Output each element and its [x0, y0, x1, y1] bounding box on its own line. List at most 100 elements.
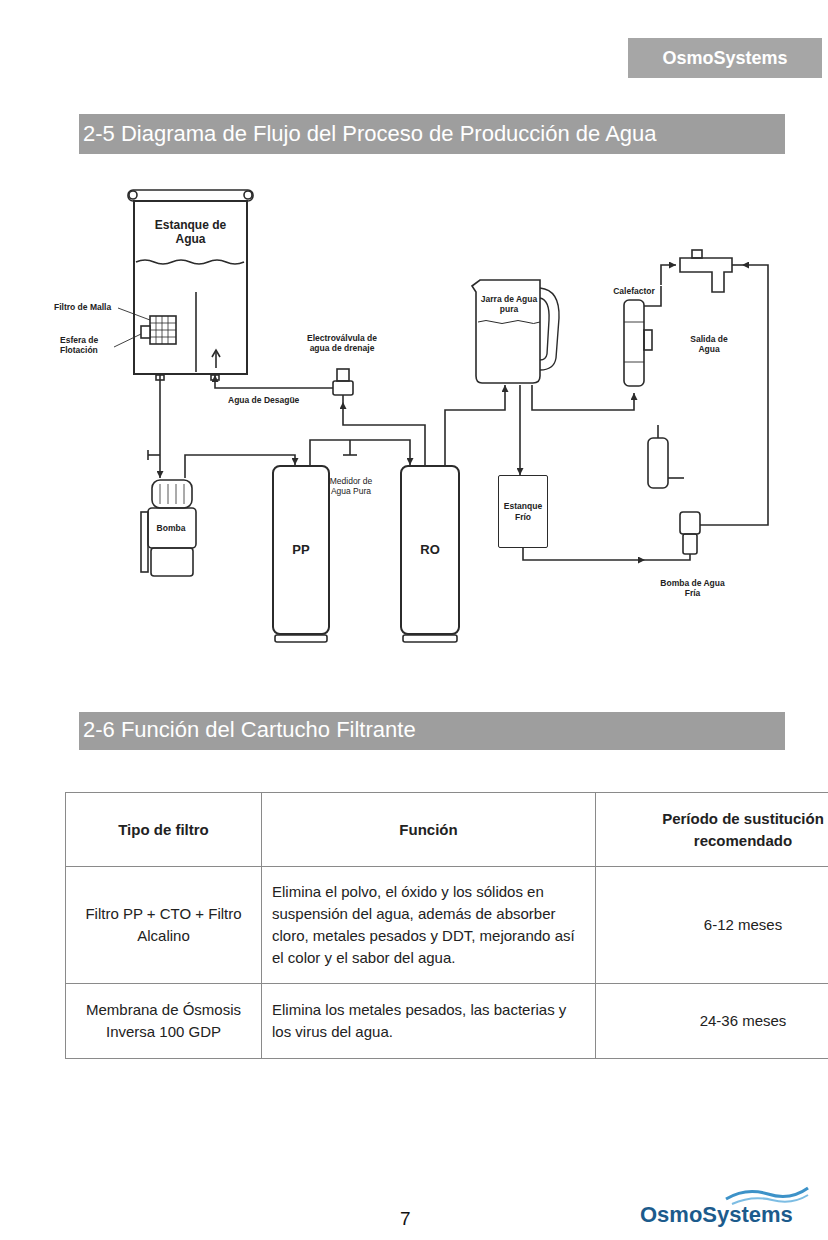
node-label: Salida de Agua: [684, 334, 734, 354]
pump: Bomba: [140, 478, 202, 578]
title-bar: 2-5 Diagrama de Flujo del Proceso de Pro…: [79, 114, 785, 154]
jar-handle: [540, 288, 559, 370]
filter-cartridge: PP: [272, 465, 330, 635]
inner-arrow: [212, 350, 220, 357]
callout-label: Esfera de Flotación: [60, 335, 112, 355]
table-cell: Elimina los metales pesados, las bacteri…: [262, 984, 596, 1059]
uv-pipe: [657, 425, 659, 438]
table-text: 24-36 meses: [700, 1012, 787, 1029]
page-number: 7: [400, 1208, 411, 1231]
header-brand: OsmoSystems: [628, 38, 822, 78]
lid-hinge: [244, 191, 252, 199]
node-label: Bomba de Agua Fría: [660, 578, 726, 598]
water-tank: Estanque de Agua: [133, 200, 248, 375]
table-cell: Período de sustitución recomendado: [596, 793, 828, 867]
pipe-connector: [523, 548, 645, 560]
heater-block: [644, 330, 652, 350]
cold-tank: Estanque Frío: [498, 475, 548, 548]
table-text: Elimina los metales pesados, las bacteri…: [272, 1001, 566, 1040]
table-header: Tipo de filtro: [118, 821, 209, 838]
valve-pipe: [342, 395, 344, 402]
table-cell: Elimina el polvo, el óxido y los sólidos…: [262, 867, 596, 984]
filter-foot: [403, 635, 457, 642]
mesh-filter: [150, 316, 176, 344]
pipe-connector: [343, 402, 425, 465]
inner-tube: [195, 292, 197, 372]
table-text: Filtro PP + CTO + Filtro Alcalino: [85, 905, 241, 944]
node-label: Bomba: [157, 523, 186, 533]
heater-body: [624, 300, 644, 386]
valve-pipe: [296, 387, 333, 389]
cold-pump-body: [680, 512, 700, 534]
pump-ribs: [160, 484, 184, 504]
node-label: PP: [292, 542, 309, 558]
node-label: Estanque Frío: [502, 501, 544, 521]
node-label: RO: [420, 542, 440, 558]
table-header: Función: [399, 821, 457, 838]
cold-pump-motor: [683, 534, 697, 554]
pump-head: [152, 480, 192, 508]
pump-body: [148, 508, 196, 548]
heater: Calefactor: [604, 285, 664, 393]
uv-pipe: [668, 477, 684, 479]
inner-arrow: [215, 352, 217, 368]
pipe-connector: [519, 385, 521, 475]
pipe-connector: [661, 265, 676, 285]
faucet: [680, 258, 732, 292]
pure-water-jar: Jarra de Agua pura: [470, 278, 562, 385]
pump-bracket: [141, 512, 148, 572]
jar-water-level: [478, 321, 540, 324]
logo-text: OsmoSystems: [640, 1202, 793, 1228]
drain-valve: Electroválvula de agua de drenaje: [296, 332, 388, 402]
cold-water-pump: Bomba de Agua Fría: [645, 505, 740, 600]
tee-stub: [147, 450, 149, 460]
table-cell: 24-36 meses: [596, 984, 828, 1059]
valve-solenoid: [337, 369, 349, 381]
faucet-knob: [692, 250, 702, 258]
table-header: Período de sustitución recomendado: [662, 810, 824, 849]
faucet-pipe: [732, 264, 742, 266]
pipe-connector: [215, 375, 296, 388]
pipe-label: Agua de Desagüe: [226, 395, 301, 405]
table-text: Membrana de Ósmosis Inversa 100 GDP: [86, 1001, 241, 1040]
section-bar: 2-6 Función del Cartucho Filtrante: [79, 712, 785, 750]
table-text: Elimina el polvo, el óxido y los sólidos…: [272, 883, 575, 966]
callout-label: Filtro de Malla: [54, 302, 111, 312]
table-cell: Función: [262, 793, 596, 867]
table-cell: Tipo de filtro: [66, 793, 262, 867]
pump-motor: [151, 548, 193, 576]
pipe-connector: [310, 440, 410, 465]
table-row: Tipo de filtro Función Período de sustituc…: [66, 793, 828, 867]
pipe-connector: [740, 265, 768, 525]
leader-line: [114, 334, 141, 347]
lid-hinge: [129, 191, 137, 199]
pipe-connector: [532, 385, 634, 410]
node-label: Jarra de Agua pura: [477, 294, 541, 314]
mesh-grid: [150, 316, 176, 344]
pipe-connector: [445, 385, 505, 465]
table-row: Membrana de Ósmosis Inversa 100 GDP Elimi…: [66, 984, 828, 1059]
water-level: [136, 260, 244, 264]
node-label: Calefactor: [613, 286, 655, 296]
valve-body: [333, 381, 353, 395]
float-sphere: [141, 326, 150, 338]
pipe-connector: [159, 375, 161, 478]
meter-label: Medidor de Agua Pura: [321, 476, 381, 496]
water-outlet: Salida de Agua: [676, 256, 742, 356]
table-text: 6-12 meses: [704, 916, 782, 933]
filter-table: Tipo de filtro Función Período de sustituc…: [65, 792, 828, 1059]
node-label: Estanque de Agua: [151, 218, 231, 247]
ro-membrane: RO: [400, 465, 460, 635]
flow-meter: [349, 440, 351, 455]
table-cell: 6-12 meses: [596, 867, 828, 984]
heater-bands: [624, 322, 644, 362]
table-cell: Filtro PP + CTO + Filtro Alcalino: [66, 867, 262, 984]
logo-wave: [726, 1188, 808, 1199]
title-text: 2-5 Diagrama de Flujo del Proceso de Pro…: [83, 120, 781, 148]
filter-foot: [275, 635, 327, 642]
cold-pump-pipe: [700, 524, 740, 526]
